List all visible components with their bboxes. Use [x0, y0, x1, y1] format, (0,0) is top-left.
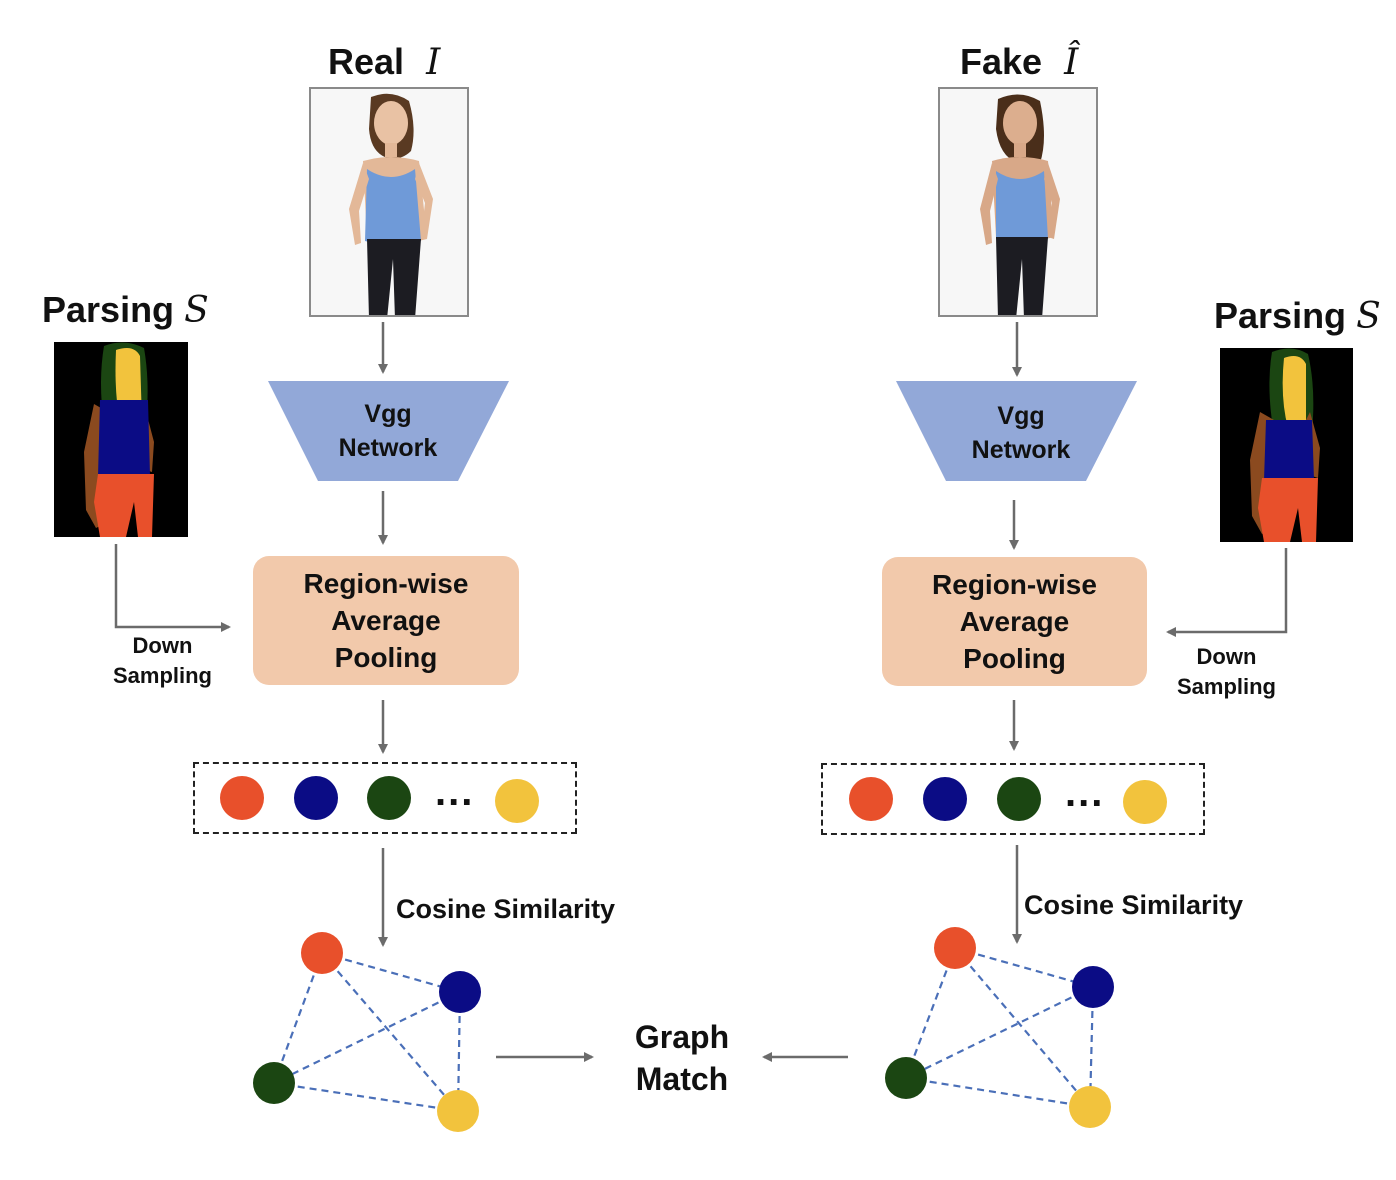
region-pooling-left: Region-wise Average Pooling — [253, 556, 519, 685]
real-image-title: Real I — [328, 42, 440, 83]
feature-ellipsis-right: ... — [1065, 771, 1105, 815]
down-left-line1: Down — [132, 633, 193, 658]
arrow-downsampling-left — [114, 544, 231, 632]
pool-left-line2: Average — [331, 605, 441, 636]
feature-node-hair-right — [997, 777, 1041, 821]
graph-node-pants-right — [934, 927, 976, 969]
cosine-similarity-label-right: Cosine Similarity — [1024, 890, 1244, 920]
pool-right-line2: Average — [959, 606, 1070, 637]
down-sampling-label-left: Down Sampling — [100, 631, 225, 691]
vgg-network-right: Vgg Network — [946, 399, 1096, 467]
feature-node-top-left — [294, 776, 338, 820]
parsing-map-left — [54, 342, 188, 537]
graph-match-line1: Graph — [634, 1019, 730, 1055]
pool-left-line1: Region-wise — [303, 568, 469, 599]
pool-left-line3: Pooling — [334, 642, 438, 673]
feature-node-top-right — [923, 777, 967, 821]
real-image-title-text: Real — [328, 41, 405, 82]
parsing-illustration-left — [54, 342, 188, 537]
parsing-title-left: Parsing S — [42, 290, 209, 331]
region-pooling-right: Region-wise Average Pooling — [882, 557, 1147, 686]
graph-edges-right — [904, 946, 1095, 1109]
vgg-left-line2: Network — [338, 434, 438, 462]
arrow-downsampling-right — [1166, 548, 1288, 637]
parsing-symbol-left: S — [184, 290, 209, 331]
cosine-similarity-label-left: Cosine Similarity — [396, 894, 616, 924]
down-right-line2: Sampling — [1176, 674, 1276, 699]
down-right-line1: Down — [1196, 644, 1257, 669]
feature-vector-left: ... — [193, 762, 577, 834]
fake-image-title: Fake Î — [960, 42, 1078, 83]
fake-image — [938, 87, 1098, 317]
real-person-illustration — [311, 89, 467, 315]
pool-right-line1: Region-wise — [932, 569, 1097, 600]
feature-node-pants-right — [849, 777, 893, 821]
parsing-symbol-right: S — [1356, 296, 1381, 337]
pool-right-line3: Pooling — [963, 643, 1066, 674]
graph-match-line2: Match — [635, 1061, 729, 1097]
graph-edges-left — [272, 951, 462, 1113]
vgg-network-left: Vgg Network — [318, 397, 458, 465]
graph-node-hair-right — [885, 1057, 927, 1099]
graph-match-label: Graph Match — [612, 1016, 752, 1100]
feature-node-face-left — [495, 779, 539, 823]
down-sampling-label-right: Down Sampling — [1164, 642, 1289, 702]
graph-node-pants-left — [301, 932, 343, 974]
graph-node-face-right — [1069, 1086, 1111, 1128]
vgg-network-right-shape — [896, 381, 1137, 481]
parsing-title-right-text: Parsing — [1214, 295, 1347, 336]
feature-node-face-right — [1123, 780, 1167, 824]
feature-vector-right: ... — [821, 763, 1205, 835]
graph-node-top-left — [439, 971, 481, 1013]
parsing-map-right — [1220, 348, 1353, 542]
real-image-symbol: I — [426, 42, 441, 83]
parsing-title-left-text: Parsing — [42, 289, 175, 330]
parsing-title-right: Parsing S — [1214, 296, 1381, 337]
feature-ellipsis-left: ... — [435, 770, 475, 814]
feature-node-hair-left — [367, 776, 411, 820]
vgg-left-line1: Vgg — [364, 400, 412, 428]
graph-node-face-left — [437, 1090, 479, 1132]
fake-image-symbol: Î — [1064, 42, 1079, 83]
down-left-line2: Sampling — [112, 663, 212, 688]
feature-node-pants-left — [220, 776, 264, 820]
fake-image-title-text: Fake — [960, 41, 1043, 82]
vgg-right-line2: Network — [971, 436, 1071, 464]
vgg-right-line1: Vgg — [997, 402, 1045, 430]
graph-node-top-right — [1072, 966, 1114, 1008]
fake-person-illustration — [940, 89, 1096, 315]
graph-node-hair-left — [253, 1062, 295, 1104]
real-image — [309, 87, 469, 317]
parsing-illustration-right — [1220, 348, 1353, 542]
vgg-network-left-shape — [268, 381, 509, 481]
